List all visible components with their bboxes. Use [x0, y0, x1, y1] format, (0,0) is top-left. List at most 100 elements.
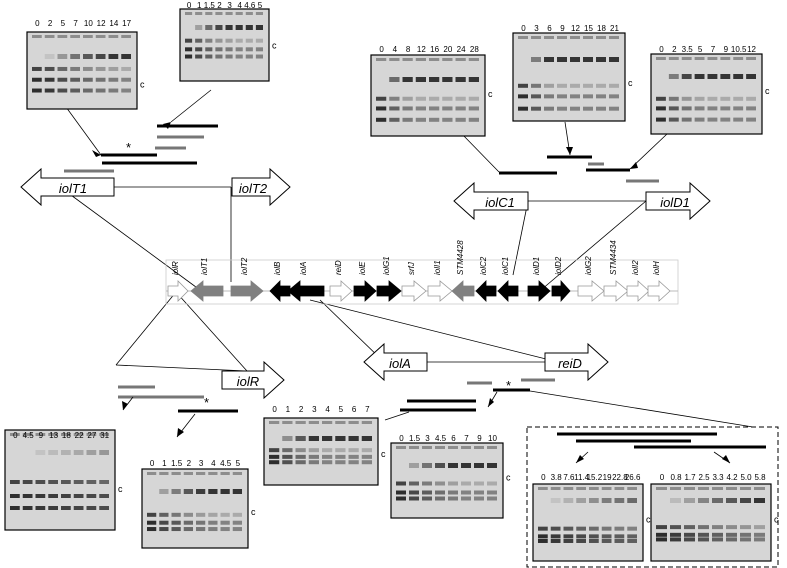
- free-probe-band: [225, 47, 233, 52]
- free-probe-band: [95, 66, 106, 71]
- complex-label: c: [488, 89, 493, 99]
- gene-label-iolT2: iolT2: [240, 257, 249, 275]
- lane-label: 22.8: [612, 473, 628, 482]
- free-probe-band: [195, 38, 203, 43]
- free-probe-band: [208, 512, 218, 517]
- free-probe-band: [255, 54, 263, 59]
- free-probe-band: [448, 490, 458, 495]
- lane-label: 5: [698, 45, 703, 54]
- complex-band: [183, 489, 193, 494]
- free-probe-band: [376, 117, 387, 122]
- free-probe-band: [435, 496, 445, 501]
- gel-background: [370, 54, 486, 137]
- free-probe-band: [415, 106, 426, 111]
- complex-band: [550, 498, 561, 503]
- free-probe-band: [712, 537, 723, 542]
- lane-label: 12: [571, 24, 580, 33]
- lane-label: 28: [470, 45, 479, 54]
- complex-label: c: [251, 507, 256, 517]
- free-probe-band: [609, 106, 619, 111]
- free-probe-band: [232, 512, 242, 517]
- complex-band: [746, 74, 756, 79]
- free-probe-band: [32, 77, 42, 82]
- free-probe-band: [282, 448, 293, 453]
- free-probe-band: [361, 460, 372, 465]
- complex-band: [531, 57, 541, 62]
- free-probe-band: [726, 525, 737, 530]
- complex-band: [308, 436, 319, 441]
- complex-band: [205, 25, 213, 30]
- free-probe-band: [44, 66, 55, 71]
- lane-label: 7: [365, 405, 370, 414]
- complex-band: [57, 54, 68, 59]
- free-probe-band: [596, 94, 606, 99]
- free-probe-band: [10, 480, 20, 484]
- complex-band: [108, 54, 119, 59]
- free-probe-band: [538, 526, 548, 531]
- free-probe-band: [48, 506, 58, 510]
- free-probe-band: [70, 77, 80, 82]
- complex-band: [455, 77, 466, 82]
- free-probe-band: [322, 454, 333, 459]
- free-probe-band: [32, 66, 42, 71]
- free-probe-band: [656, 525, 667, 530]
- gel-background: [512, 32, 626, 122]
- complex-band: [73, 450, 84, 455]
- free-probe-band: [376, 106, 387, 111]
- lane-label: 0: [187, 1, 192, 10]
- complex-band: [86, 450, 97, 455]
- lane-label: 3.3: [712, 473, 724, 482]
- free-probe-band: [455, 106, 466, 111]
- lane-label: 5.8: [754, 473, 766, 482]
- lane-label: 20: [443, 45, 452, 54]
- free-probe-band: [61, 494, 71, 498]
- free-probe-band: [389, 117, 400, 122]
- lane-label: 4: [211, 459, 216, 468]
- free-probe-band: [220, 512, 230, 517]
- free-probe-band: [322, 460, 333, 465]
- free-probe-band: [563, 534, 574, 539]
- gene-arrow-iolE: [353, 280, 377, 302]
- lane-label: 4: [393, 45, 398, 54]
- complex-label: c: [118, 484, 123, 494]
- free-probe-band: [409, 496, 419, 501]
- free-probe-band: [531, 106, 541, 111]
- lane-label: 26.6: [625, 473, 641, 482]
- lane-label: 3: [534, 24, 539, 33]
- free-probe-band: [308, 454, 319, 459]
- gene-arrow-iolT1: [190, 280, 224, 302]
- complex-label: c: [765, 86, 770, 96]
- free-probe-band: [48, 480, 58, 484]
- free-probe-band: [171, 527, 181, 532]
- free-probe-band: [455, 117, 466, 122]
- free-probe-band: [550, 526, 561, 531]
- free-probe-band: [10, 506, 20, 510]
- gene-arrow-iolI1: [427, 280, 453, 302]
- gene-label-iolG2: iolG2: [584, 256, 593, 275]
- free-probe-band: [73, 480, 84, 484]
- free-probe-band: [589, 538, 599, 543]
- free-probe-band: [389, 106, 400, 111]
- free-probe-band: [429, 117, 440, 122]
- lane-label: 7: [464, 434, 469, 443]
- free-probe-band: [220, 520, 230, 525]
- complex-band: [389, 77, 400, 82]
- free-probe-band: [570, 106, 580, 111]
- free-probe-band: [57, 88, 68, 93]
- free-probe-band: [563, 538, 574, 543]
- lane-label: 2: [48, 19, 53, 28]
- free-probe-band: [544, 94, 554, 99]
- free-probe-band: [746, 96, 756, 101]
- free-probe-band: [601, 526, 612, 531]
- complex-band: [712, 498, 723, 503]
- lane-label: 19: [603, 473, 612, 482]
- gene-arrow-iolI2: [626, 280, 650, 302]
- free-probe-band: [487, 496, 497, 501]
- free-probe-band: [361, 448, 372, 453]
- lane-label: 5: [61, 19, 66, 28]
- gene-label-iolC1: iolC1: [501, 257, 510, 275]
- free-probe-band: [57, 77, 68, 82]
- complex-label: c: [381, 449, 386, 459]
- lane-label: 2.5: [698, 473, 710, 482]
